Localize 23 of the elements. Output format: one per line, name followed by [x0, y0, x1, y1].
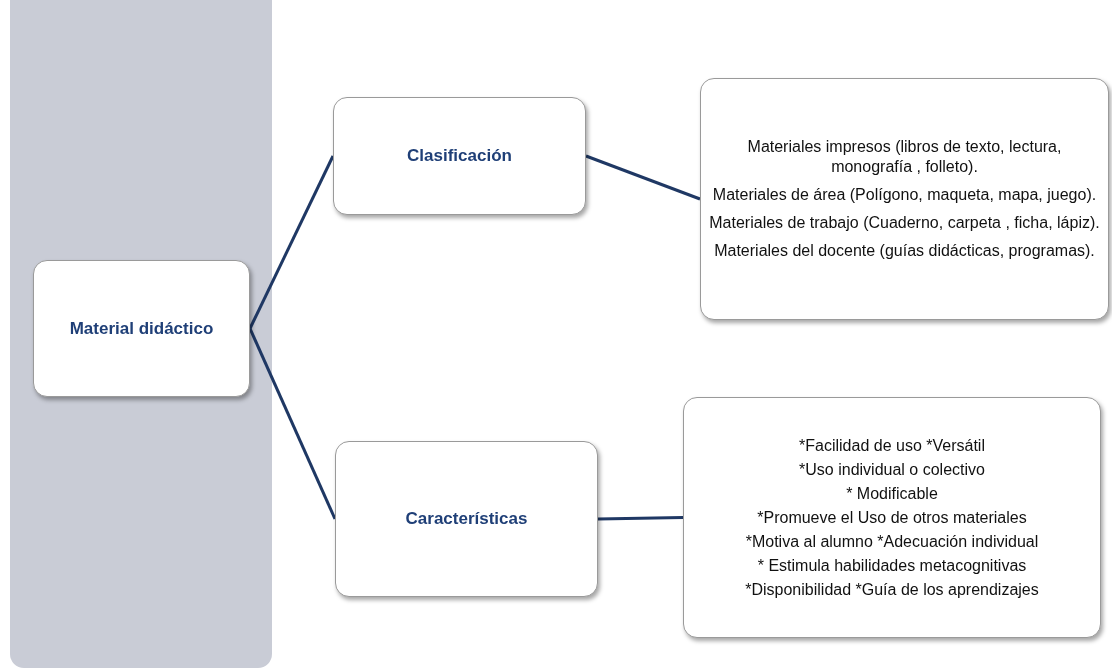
- concept-box: [335, 441, 598, 597]
- box-title: Características: [405, 509, 528, 529]
- list-item: Materiales de área (Polígono, maqueta, mapa, juego).: [712, 185, 1097, 205]
- list-item: *Uso individual o colectivo: [799, 459, 985, 480]
- list-item: Materiales impresos (libros de texto, lectura, monografía , folleto).: [746, 137, 1063, 177]
- connector-line: [248, 155, 335, 330]
- list-box: [683, 397, 1101, 638]
- list-item: *Disponibilidad *Guía de los aprendizajes: [745, 579, 1039, 600]
- concept-box: [333, 97, 586, 215]
- list-item: * Estimula habilidades metacognitivas: [757, 555, 1027, 576]
- concept-box: [33, 260, 250, 397]
- list-item: *Facilidad de uso *Versátil: [799, 435, 985, 456]
- list-item: Materiales de trabajo (Cuaderno, carpeta , ficha, lápiz).: [709, 213, 1100, 233]
- connector-line: [585, 154, 701, 201]
- list-item: Materiales del docente (guías didácticas, programas).: [714, 241, 1095, 261]
- connector-line: [597, 516, 684, 521]
- list-item: * Modificable: [846, 483, 938, 504]
- list-box: [700, 78, 1109, 320]
- list-item: *Promueve el Uso de otros materiales: [757, 507, 1027, 528]
- box-title: Material didáctico: [69, 318, 214, 339]
- list-item: *Motiva al alumno *Adecuación individual: [745, 531, 1039, 552]
- connector-line: [248, 327, 337, 520]
- box-title: Clasificación: [407, 146, 512, 166]
